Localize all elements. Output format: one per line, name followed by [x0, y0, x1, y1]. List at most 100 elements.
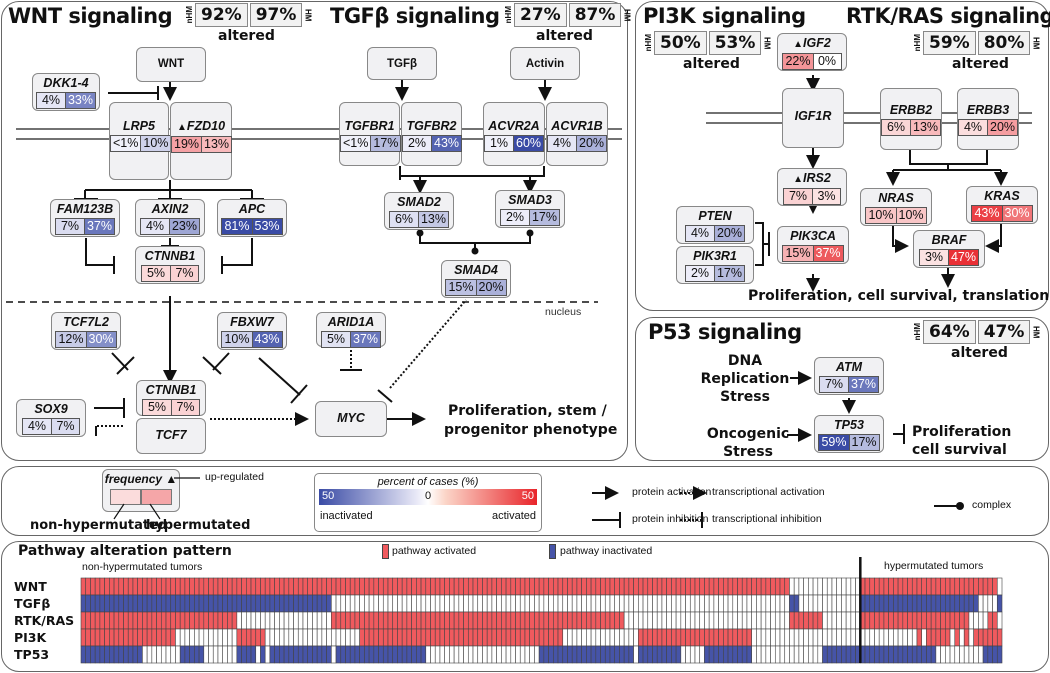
- heatmap-cell: [142, 594, 148, 613]
- freq-nonhypermutated: 2%: [500, 210, 529, 225]
- heatmap-cell: [434, 611, 441, 630]
- node-igf1r[interactable]: IGF1R: [782, 88, 844, 148]
- heatmap-cell: [175, 645, 181, 664]
- heatmap-cell: [250, 628, 257, 647]
- heatmap-cell: [496, 645, 502, 664]
- heatmap-cell: [741, 577, 748, 596]
- gene-name: TCF7L2: [63, 315, 109, 329]
- heatmap-cell: [959, 594, 965, 613]
- heatmap-cell: [434, 594, 441, 613]
- heatmap-cell: [756, 611, 762, 630]
- heatmap-cell: [212, 611, 219, 630]
- heatmap-cell: [104, 645, 110, 664]
- heatmap-cell: [302, 645, 309, 664]
- heatmap-cell: [557, 645, 564, 664]
- heatmap-cell: [519, 594, 526, 613]
- gene-lrp5[interactable]: LRP5<1%10%: [109, 102, 172, 180]
- heatmap-cell: [869, 577, 875, 596]
- heatmap-cell: [335, 628, 342, 647]
- heatmap-cell: [638, 645, 644, 664]
- heatmap-cell: [425, 577, 431, 596]
- heatmap-cell: [472, 594, 479, 613]
- heatmap-cell: [973, 594, 979, 613]
- heatmap-cell: [99, 594, 105, 613]
- heatmap-cell: [812, 611, 819, 630]
- heatmap-cell: [911, 611, 918, 630]
- heatmap-cell: [170, 594, 176, 613]
- heatmap-cell: [194, 611, 200, 630]
- heatmap-cell: [307, 645, 313, 664]
- heatmap-cell: [222, 611, 228, 630]
- node-tcf7[interactable]: TCF7: [136, 418, 206, 454]
- heatmap-cell: [869, 628, 875, 647]
- heatmap-cell: [666, 611, 672, 630]
- heatmap-cell: [302, 628, 309, 647]
- heatmap-cell: [529, 577, 535, 596]
- heatmap-cell: [482, 645, 488, 664]
- heatmap-cell: [708, 594, 715, 613]
- heatmap-cell: [694, 577, 701, 596]
- heatmap-cell: [378, 594, 384, 613]
- heatmap-cell: [458, 645, 464, 664]
- p53-title: P53 signaling: [648, 320, 802, 344]
- heatmap-cell: [652, 611, 658, 630]
- freq-hypermutated: 60%: [513, 136, 544, 151]
- heatmap-cell: [382, 577, 389, 596]
- node-wnt-ligand[interactable]: WNT: [136, 47, 206, 82]
- heatmap-cell: [652, 645, 658, 664]
- heatmap-cell: [321, 577, 327, 596]
- heatmap-cell: [132, 594, 138, 613]
- node-myc[interactable]: MYC: [315, 401, 387, 437]
- heatmap-cell: [586, 594, 592, 613]
- node-activin-ligand[interactable]: Activin: [510, 47, 580, 80]
- heatmap-cell: [312, 645, 318, 664]
- heatmap-cell: [883, 611, 889, 630]
- freq-nonhypermutated: 81%: [222, 219, 252, 234]
- heatmap-cell: [359, 594, 365, 613]
- heatmap-cell: [534, 577, 540, 596]
- heatmap-cell: [534, 645, 540, 664]
- heatmap-cell: [798, 611, 804, 630]
- node-tgfb-ligand[interactable]: TGFβ: [367, 47, 437, 80]
- heatmap-cell: [609, 628, 616, 647]
- heatmap-cell: [968, 577, 974, 596]
- heatmap-cell: [326, 645, 332, 664]
- freq-hypermutated: 20%: [987, 120, 1018, 135]
- heatmap-cell: [416, 628, 422, 647]
- heatmap-cell: [812, 577, 819, 596]
- heatmap-cell: [406, 628, 412, 647]
- heatmap-cell: [779, 645, 786, 664]
- freq-hypermutated: 17%: [713, 266, 745, 281]
- gene-tgfbr1[interactable]: TGFBR1<1%17%: [339, 102, 402, 166]
- heatmap-cell: [175, 577, 181, 596]
